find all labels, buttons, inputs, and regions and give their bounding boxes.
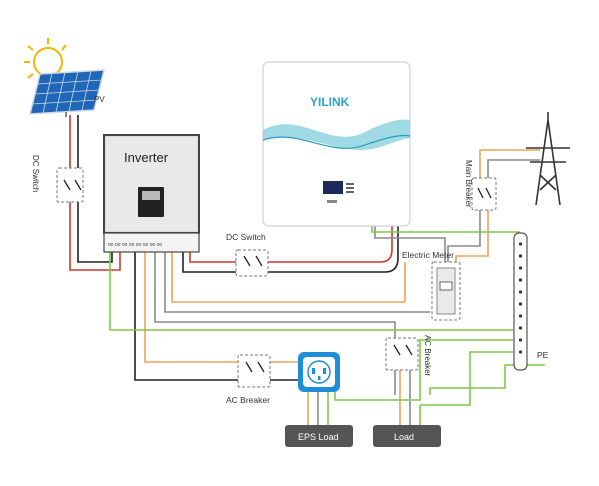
wire-ground-1 — [109, 252, 520, 331]
wire-ground-2 — [334, 339, 520, 401]
wire-ac-in — [171, 252, 405, 303]
battery-cabinet — [262, 61, 411, 227]
wire-neutral-2 — [154, 252, 396, 395]
wires — [69, 115, 545, 425]
wire-ground-3 — [420, 351, 520, 406]
load-label: Load — [394, 432, 414, 442]
main-breaker — [471, 177, 497, 211]
wire-battery-positive — [189, 226, 393, 263]
eps-load-label: EPS Load — [298, 432, 339, 442]
dc-switch-left-label: DC Switch — [31, 155, 40, 192]
inverter-terminal-block — [103, 232, 200, 253]
grid-tower-icon — [526, 112, 570, 206]
wire-main-grid-2 — [487, 159, 540, 180]
main-breaker-label: Main Breaker — [464, 160, 473, 208]
electric-meter-label: Electric Meter — [402, 250, 454, 260]
battery-display — [323, 181, 343, 194]
svg-text:oo oo oo oo oo oo oo oo: oo oo oo oo oo oo oo oo — [108, 242, 162, 248]
battery-brand-logo: YILINK — [310, 95, 350, 109]
ac-breaker-right — [385, 337, 419, 371]
sun-icon — [24, 38, 67, 79]
ac-breaker-right-label: AC Breaker — [423, 335, 432, 377]
wire-ground-battery — [371, 226, 520, 233]
pv-label: PV — [94, 95, 105, 104]
dc-switch-mid — [235, 249, 269, 277]
electric-meter — [431, 261, 461, 321]
dc-switch-mid-label: DC Switch — [226, 232, 266, 242]
wire-neutral-1 — [164, 252, 430, 313]
wire-neutral-3 — [134, 252, 240, 381]
wire-meter-main-2 — [455, 210, 489, 270]
wire-ac-out — [144, 252, 240, 363]
eps-load-box — [285, 425, 353, 447]
wire-meter-main — [447, 210, 481, 270]
ac-breaker-left — [237, 354, 271, 388]
dc-switch-left — [56, 167, 84, 203]
inverter-label: Inverter — [124, 150, 169, 165]
wire-battery-negative — [182, 226, 399, 273]
ac-breaker-left-label: AC Breaker — [226, 395, 270, 405]
eps-socket-icon — [298, 352, 340, 392]
inverter: oo oo oo oo oo oo oo oo — [103, 134, 200, 253]
load-box — [373, 425, 441, 447]
pe-busbar — [513, 232, 528, 371]
wire-main-grid — [479, 149, 540, 180]
pe-label: PE — [537, 350, 549, 360]
pv-panel-icon — [29, 69, 105, 117]
wire-ground-4 — [429, 364, 520, 395]
